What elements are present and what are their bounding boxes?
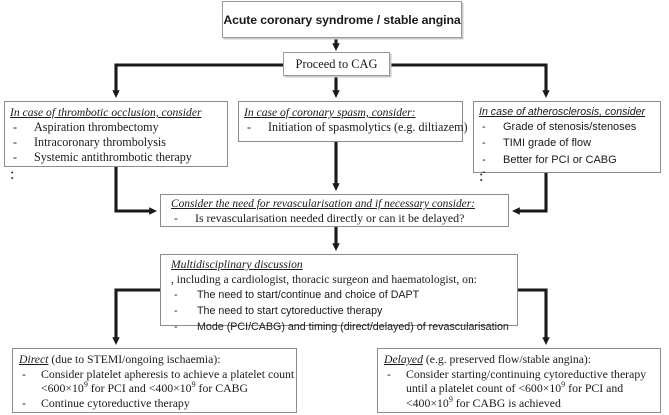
arrow-mdt-to-direct <box>112 288 160 346</box>
bullet-dash: - <box>22 367 26 381</box>
arrow-cag-to-thrombotic <box>112 63 283 99</box>
list-item: - The need to start cytoreductive therapy <box>171 304 517 320</box>
list-item-label: The need to start/continue and choice of… <box>197 289 420 302</box>
node-mdt-lead-rest: , including a cardiologist, thoracic sur… <box>171 273 477 287</box>
list-item-label: The need to start cytoreductive therapy <box>197 305 383 317</box>
node-atherosclerosis: In case of atherosclerosis, consider - Gr… <box>473 101 661 185</box>
list-item: - Better for PCI or CABG <box>479 152 660 168</box>
bullet-dash: - <box>174 211 178 225</box>
node-atherosclerosis-header-suffix: : <box>479 168 484 186</box>
bullet-dash: - <box>387 367 391 381</box>
node-mdt-lead: Multidisciplinary discussion , including … <box>171 258 517 287</box>
list-item-label: Better for PCI or CABG <box>503 153 617 166</box>
node-thrombotic-occlusion: In case of thrombotic occlusion, conside… <box>4 101 228 183</box>
node-revasc-header: Consider the need for revascularisation … <box>171 198 475 210</box>
list-item: -Continue cytoreductive therapy <box>19 396 296 410</box>
list-item: - Consider starting/continuing cytoreduct… <box>384 367 660 410</box>
list-item-label: Grade of stenosis/stenoses <box>503 121 637 133</box>
node-mdt-list: - The need to start/continue and choice o… <box>171 288 517 335</box>
list-item-label: Is revascularisation needed directly or … <box>195 211 465 225</box>
list-item-label: TIMI grade of flow <box>503 137 592 150</box>
node-delayed-header-emph: Delayed <box>384 353 423 366</box>
list-item: - Is revascularisation needed directly or… <box>171 211 508 226</box>
bullet-dash: - <box>174 289 178 302</box>
node-revascularisation-need: Consider the need for revascularisation … <box>160 194 509 227</box>
list-item-label: Consider platelet apheresis to achieve a… <box>41 367 295 396</box>
list-item-label: Mode (PCI/CABG) and timing (direct/delay… <box>197 320 509 333</box>
list-item-label: Initiation of spasmolytics (e.g. diltiaz… <box>268 120 468 134</box>
bullet-dash: - <box>482 121 486 133</box>
list-item-label: Continue cytoreductive therapy <box>41 395 190 410</box>
bullet-dash: - <box>13 150 18 165</box>
bullet-dash: - <box>13 120 18 134</box>
node-multidisciplinary-discussion: Multidisciplinary discussion , including … <box>160 254 518 333</box>
list-item: - Aspiration thrombectomy <box>10 120 227 135</box>
bullet-dash: - <box>13 135 18 150</box>
node-spasm-header: In case of coronary spasm, consider: <box>244 106 416 119</box>
node-atherosclerosis-list: - Grade of stenosis/stenoses - TIMI grade … <box>479 119 660 178</box>
node-direct-revascularisation: Direct (due to STEMI/ongoing ischaemia):… <box>12 348 297 413</box>
node-atherosclerosis-header: In case of atherosclerosis, consider <box>479 106 646 118</box>
bullet-dash: - <box>482 137 486 150</box>
list-item: - Intracoronary thrombolysis <box>10 135 227 150</box>
node-delayed-header: Delayed (e.g. preserved flow/stable angi… <box>384 353 660 366</box>
list-item: - Mode (PCI/CABG) and timing (direct/dela… <box>171 320 517 336</box>
bullet-dash: - <box>174 305 178 317</box>
node-delayed-list: - Consider starting/continuing cytoreduct… <box>384 367 660 410</box>
arrow-cag-to-atherosclerosis <box>390 63 550 99</box>
list-item-label: Aspiration thrombectomy <box>34 120 159 134</box>
bullet-dash: - <box>247 120 252 134</box>
node-direct-header-rest: (due to STEMI/ongoing ischaemia): <box>48 353 221 366</box>
bullet-dash: - <box>482 153 486 166</box>
node-acute-coronary-syndrome: Acute coronary syndrome / stable angina <box>222 1 462 38</box>
list-item-label: Systemic antithrombotic therapy <box>34 150 192 165</box>
node-thrombotic-header-suffix: : <box>10 165 15 183</box>
node-cag-label: Proceed to CAG <box>295 56 378 71</box>
list-item: - TIMI grade of flow <box>479 135 660 151</box>
node-title-label: Acute coronary syndrome / stable angina <box>223 12 461 27</box>
node-thrombotic-header: In case of thrombotic occlusion, conside… <box>10 106 202 119</box>
arrow-mdt-to-delayed <box>518 288 550 346</box>
list-item: - The need to start/continue and choice o… <box>171 288 517 304</box>
node-direct-header: Direct (due to STEMI/ongoing ischaemia): <box>19 353 296 366</box>
list-item: - Systemic antithrombotic therapy <box>10 150 227 165</box>
node-spasm-list: - Initiation of spasmolytics (e.g. diltia… <box>244 120 468 135</box>
node-thrombotic-list: - Aspiration thrombectomy - Intracoronary … <box>10 120 227 166</box>
list-item-label: Intracoronary thrombolysis <box>34 135 166 150</box>
arrow-atherosclerosis-to-revasc <box>511 173 548 215</box>
bullet-dash: - <box>482 166 486 179</box>
list-item: - Consider platelet apheresis to achieve … <box>19 367 296 396</box>
node-delayed-revascularisation: Delayed (e.g. preserved flow/stable angi… <box>377 348 661 413</box>
node-coronary-spasm: In case of coronary spasm, consider: - In… <box>238 101 468 142</box>
arrow-thrombotic-to-revasc <box>114 167 158 215</box>
list-item: - Initiation of spasmolytics (e.g. diltia… <box>244 120 468 135</box>
node-direct-header-emph: Direct <box>19 353 49 366</box>
list-item: - Grade of stenosis/stenoses <box>479 119 660 135</box>
node-mdt-header: Multidisciplinary discussion <box>171 258 303 271</box>
bullet-dash: - <box>174 320 178 333</box>
bullet-dash: - <box>22 395 26 410</box>
node-direct-list: -Consider platelet apheresis to achieve … <box>19 367 296 410</box>
node-delayed-header-rest: (e.g. preserved flow/stable angina): <box>422 353 592 366</box>
node-revasc-list: - Is revascularisation needed directly or… <box>171 211 508 226</box>
node-proceed-to-cag: Proceed to CAG <box>283 52 390 76</box>
list-item-label: Consider starting/continuing cytoreducti… <box>406 367 647 410</box>
